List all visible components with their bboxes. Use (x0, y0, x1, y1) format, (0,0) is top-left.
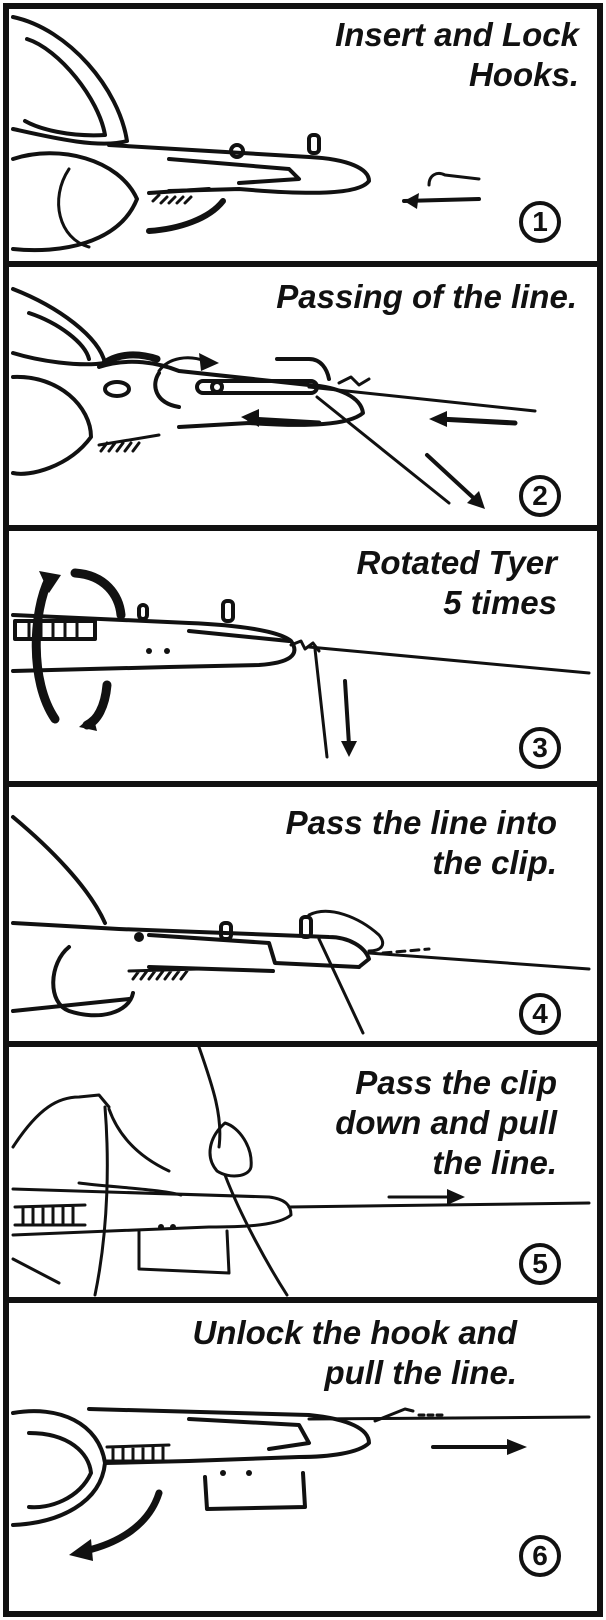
instruction-sheet: Insert and Lock Hooks. 1 (3, 3, 603, 1617)
step-1-caption: Insert and Lock Hooks. (335, 15, 579, 95)
step-4-caption: Pass the line into the clip. (286, 803, 557, 883)
step-6-panel: Unlock the hook and pull the line. 6 (9, 1303, 597, 1611)
step-5-panel: Pass the clip down and pull the line. 5 (9, 1047, 597, 1297)
step-2-caption: Passing of the line. (276, 277, 577, 317)
step-5-caption: Pass the clip down and pull the line. (335, 1063, 557, 1183)
step-1-panel: Insert and Lock Hooks. 1 (9, 9, 597, 261)
step-6-number-badge: 6 (519, 1535, 561, 1577)
step-1-number-badge: 1 (519, 201, 561, 243)
step-2-panel: Passing of the line. 2 (9, 267, 597, 525)
step-4-panel: Pass the line into the clip. 4 (9, 787, 597, 1041)
step-2-number-badge: 2 (519, 475, 561, 517)
step-3-number-badge: 3 (519, 727, 561, 769)
step-6-caption: Unlock the hook and pull the line. (192, 1313, 517, 1393)
step-4-number-badge: 4 (519, 993, 561, 1035)
step-3-panel: Rotated Tyer 5 times 3 (9, 531, 597, 781)
step-5-number-badge: 5 (519, 1243, 561, 1285)
step-3-caption: Rotated Tyer 5 times (357, 543, 557, 623)
